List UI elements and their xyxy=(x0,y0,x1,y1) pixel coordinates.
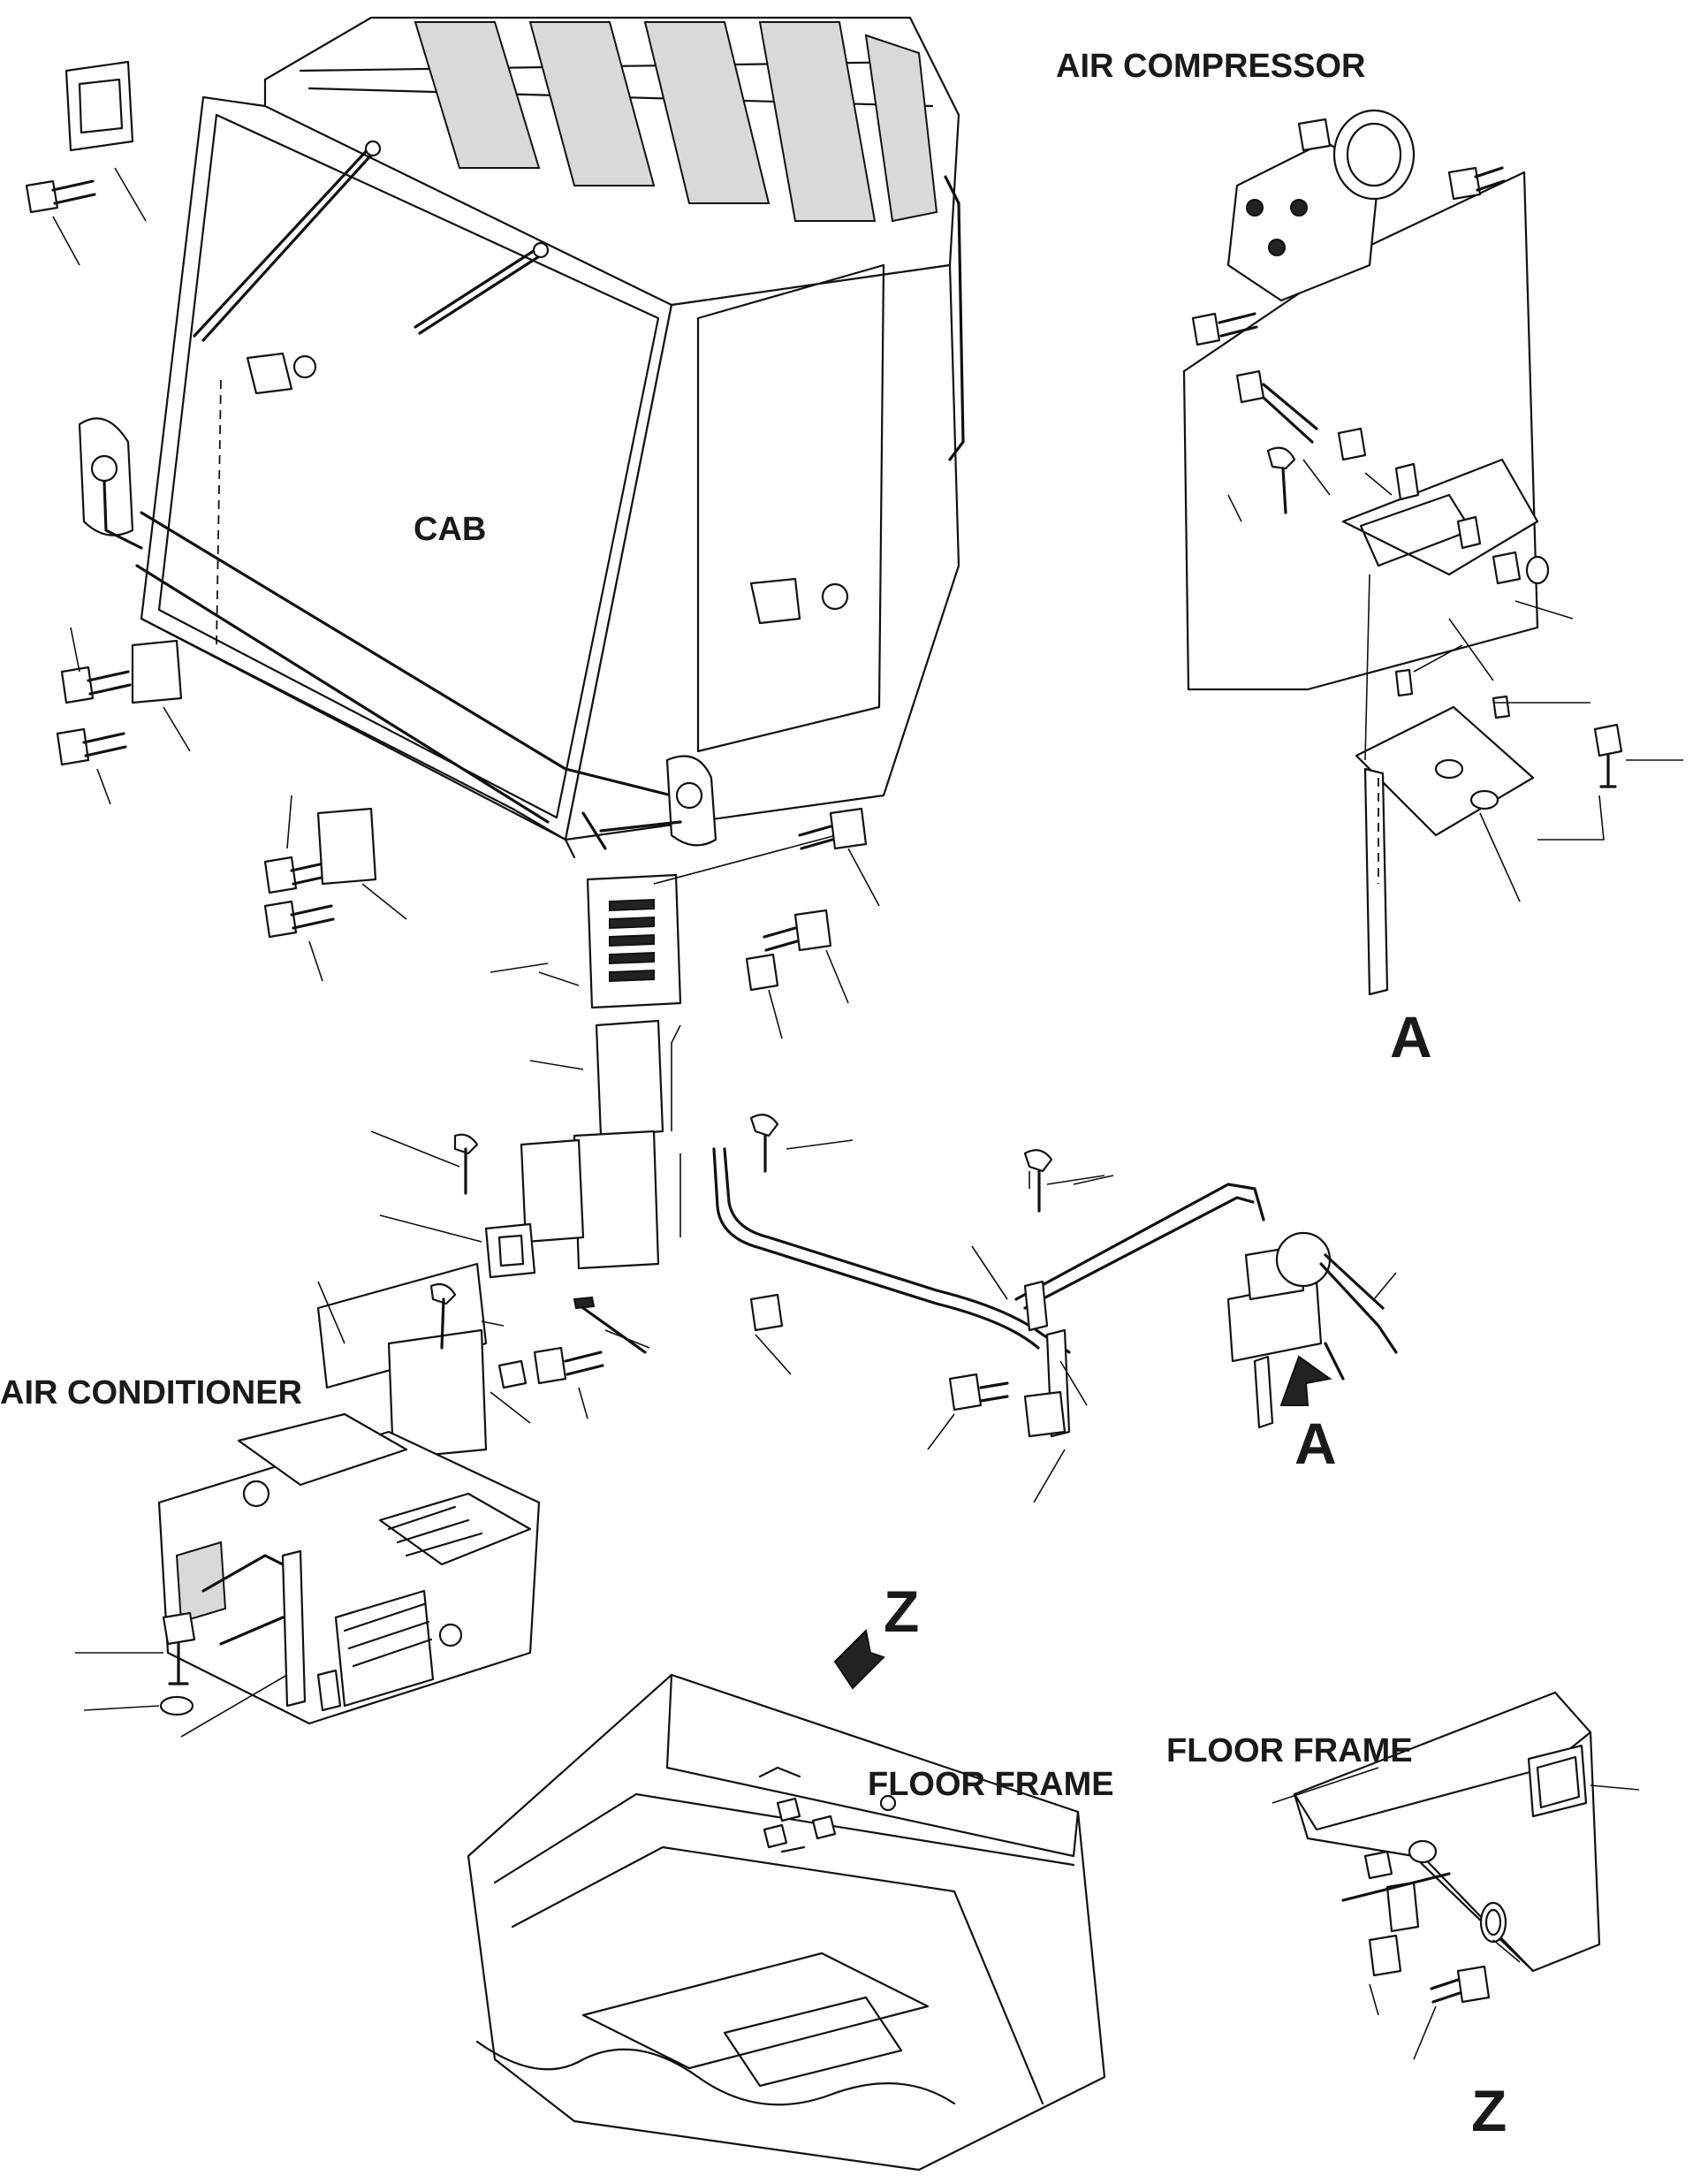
piping xyxy=(712,1147,1265,1503)
floor-frame-center-label: FLOOR FRAME xyxy=(868,1766,1114,1803)
arrow-icon xyxy=(1279,1355,1332,1406)
view-z-label: Z xyxy=(884,1579,920,1644)
air-compressor-assembly xyxy=(1182,109,1683,996)
right-mirror xyxy=(581,755,717,850)
view-z-detail-label: Z xyxy=(1471,2078,1507,2143)
bolt-icon xyxy=(25,167,147,266)
compressor-small xyxy=(1226,1231,1398,1429)
air-conditioner-unit xyxy=(157,1412,541,1725)
left-mirror xyxy=(78,417,143,550)
bolt-icon xyxy=(75,1611,288,1738)
floor-frame-right-label: FLOOR FRAME xyxy=(1166,1732,1413,1769)
view-a-label: A xyxy=(1390,1004,1432,1069)
bolt-icon xyxy=(429,1133,650,1424)
vent-louver xyxy=(609,898,655,983)
duct-assembly xyxy=(316,830,854,1460)
air-conditioner-label: AIR CONDITIONER xyxy=(0,1374,302,1411)
bolt-icon xyxy=(749,1114,1105,1450)
roof-slats xyxy=(414,21,938,223)
bolt-icon xyxy=(56,627,191,805)
arrow-icon xyxy=(833,1628,885,1690)
cab-assembly xyxy=(65,16,965,859)
air-compressor-label: AIR COMPRESSOR xyxy=(1056,48,1366,85)
compressor-body xyxy=(1226,109,1416,302)
bolt-icon xyxy=(745,807,880,1039)
view-a-arrow-label: A xyxy=(1294,1411,1337,1476)
floor-frame-right xyxy=(1272,1691,1640,2060)
floor-frame-center xyxy=(467,1673,1106,2172)
cab-label: CAB xyxy=(414,511,487,548)
bolt-icon xyxy=(263,795,407,982)
